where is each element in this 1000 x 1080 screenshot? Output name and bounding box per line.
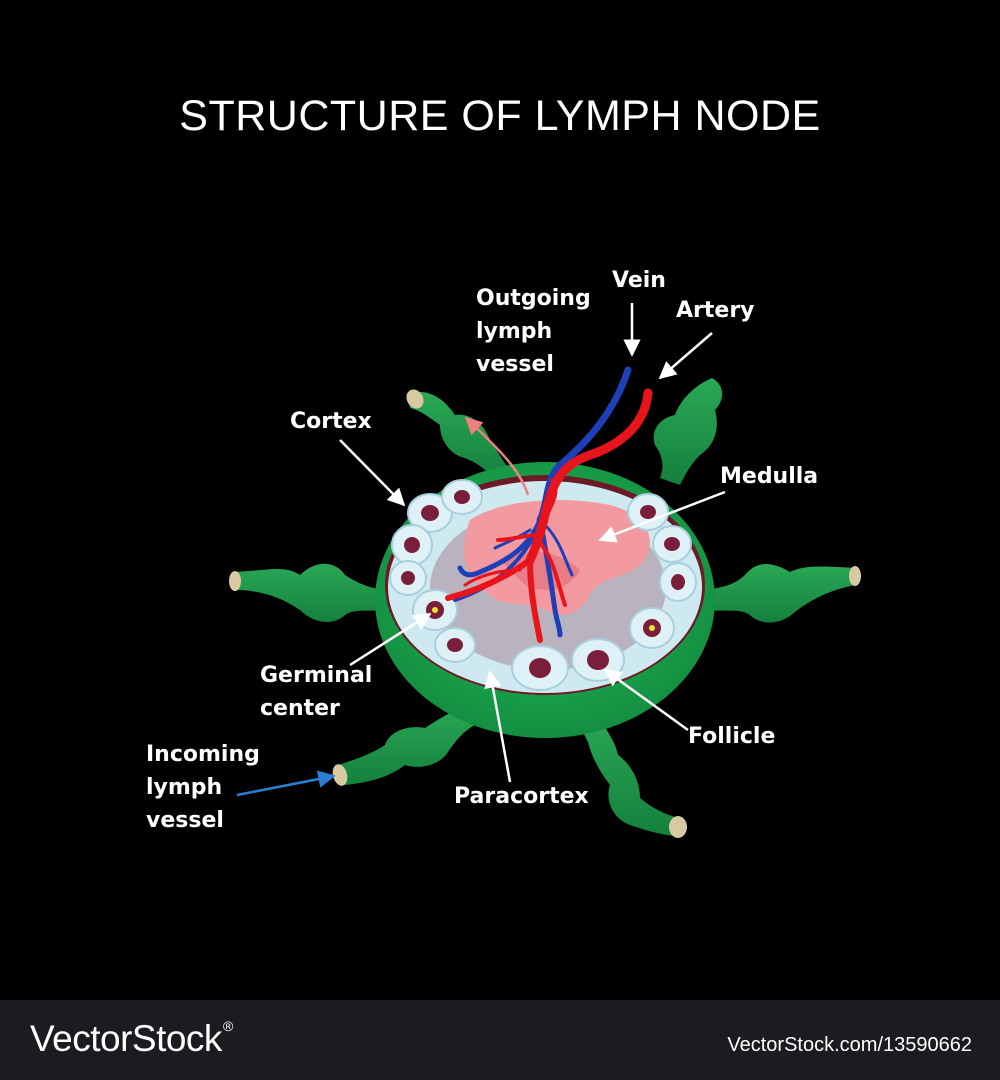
follicle xyxy=(629,607,675,649)
vessel-bottom-right xyxy=(578,712,680,836)
label-outgoing-lymph-vessel: Outgoing lymph vessel xyxy=(476,286,591,377)
vessel-right xyxy=(705,564,855,623)
brand-logo: VectorStock® xyxy=(30,1018,233,1060)
label-vein: Vein xyxy=(612,268,666,293)
follicle xyxy=(407,493,453,533)
label-paracortex: Paracortex xyxy=(454,784,589,809)
follicle xyxy=(511,645,569,691)
label-medulla: Medulla xyxy=(720,464,819,489)
label-germinal-center: Germinal center xyxy=(260,663,373,721)
vessel-top-left xyxy=(410,391,512,480)
image-id: VectorStock.com/13590662 xyxy=(727,1034,972,1056)
vessel-opening xyxy=(669,816,687,838)
arrow-follicle xyxy=(603,668,689,732)
label-incoming-lymph-vessel: Incoming lymph vessel xyxy=(146,742,260,833)
arrow-incoming xyxy=(236,770,336,797)
diagram-title: STRUCTURE OF LYMPH NODE xyxy=(179,92,821,140)
vessel-bottom-left xyxy=(338,705,475,785)
label-follicle: Follicle xyxy=(688,724,776,749)
vessel-opening xyxy=(229,571,241,591)
germinal-center-dot xyxy=(649,625,655,631)
arrow-cortex xyxy=(339,439,406,507)
arrow-paracortex xyxy=(484,670,512,783)
germinal-center-dot xyxy=(432,607,438,613)
follicle xyxy=(659,562,697,602)
vessel-opening xyxy=(332,764,348,786)
follicle xyxy=(389,560,427,596)
arrow-artery xyxy=(658,332,713,380)
follicle xyxy=(652,525,692,563)
follicle xyxy=(571,638,625,682)
vessel-top-right xyxy=(653,378,723,485)
follicle xyxy=(391,524,433,566)
arrow-germinal xyxy=(349,612,432,667)
pointer-arrows xyxy=(339,303,726,783)
brand-name: VectorStock xyxy=(30,1018,222,1059)
vessel-opening xyxy=(406,389,424,409)
lymph-node-illustration xyxy=(229,303,861,838)
arrow-outgoing xyxy=(464,416,530,496)
follicle xyxy=(441,479,483,515)
follicles xyxy=(389,479,697,691)
afferent-vessels xyxy=(229,378,861,838)
label-cortex: Cortex xyxy=(290,409,372,434)
brand-registered-mark: ® xyxy=(222,1018,233,1034)
watermark-footer: VectorStock® VectorStock.com/13590662 xyxy=(0,1000,1000,1080)
label-artery: Artery xyxy=(676,298,755,323)
follicle xyxy=(434,627,476,663)
vessel-left xyxy=(235,563,390,622)
vessel-opening xyxy=(849,566,861,586)
arrow-medulla xyxy=(598,490,726,543)
artery xyxy=(445,388,653,643)
medulla-fold xyxy=(500,551,580,590)
follicle xyxy=(627,493,669,531)
